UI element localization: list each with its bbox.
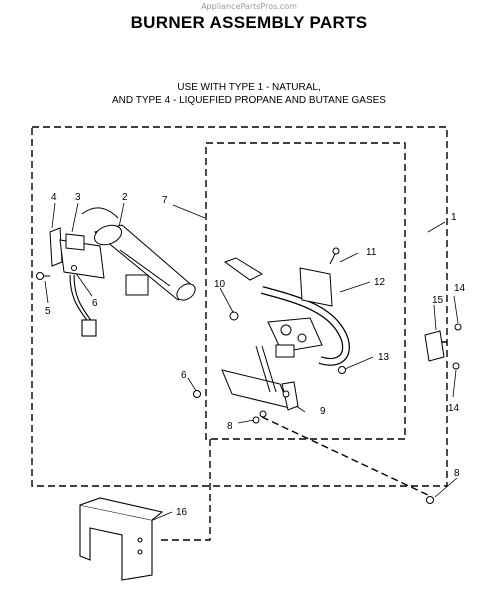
callout-1: 1 — [451, 212, 457, 223]
page-title: BURNER ASSEMBLY PARTS — [130, 13, 368, 32]
igniter-bracket-part — [49, 227, 105, 279]
callout-6-igniter: 6 — [92, 298, 98, 309]
burner-tube-part — [81, 207, 196, 301]
dash-line-to-bracket-16 — [160, 439, 211, 541]
bracket-15-part — [424, 323, 462, 370]
dash-line-to-screw-8 — [261, 416, 429, 496]
outer-assembly-boundary — [31, 126, 448, 487]
mounting-bracket-9-part — [221, 345, 299, 411]
callout-14-bottom: 14 — [448, 403, 460, 414]
callout-11: 11 — [366, 247, 377, 258]
callout-10: 10 — [214, 279, 226, 290]
callout-16: 16 — [176, 507, 188, 518]
gas-valve-coil-part — [260, 247, 350, 366]
callout-5: 5 — [45, 306, 51, 317]
screw-5-part — [36, 272, 50, 280]
small-screws-part — [193, 366, 434, 504]
callout-13: 13 — [378, 352, 390, 363]
callout-labels: 1 2 3 4 5 6 6 7 8 8 9 10 11 12 13 14 14 … — [45, 192, 466, 518]
callout-8-bracket: 8 — [227, 421, 233, 432]
callout-8-outer: 8 — [454, 468, 460, 479]
callout-3: 3 — [75, 192, 81, 203]
sensor-tube-part — [223, 257, 264, 321]
gas-valve-body-part — [267, 317, 323, 358]
inner-assembly-boundary — [205, 142, 406, 440]
callout-2: 2 — [122, 192, 128, 203]
igniter-wire-part — [69, 274, 97, 337]
leader-lines — [44, 202, 459, 523]
callout-6-screw: 6 — [181, 370, 187, 381]
watermark-text: AppliancePartsPros.com — [201, 2, 297, 11]
support-bracket-16-part — [79, 497, 164, 581]
callout-14-top: 14 — [454, 283, 466, 294]
subtitle-line-2: AND TYPE 4 - LIQUEFIED PROPANE AND BUTAN… — [112, 95, 386, 106]
callout-7: 7 — [162, 195, 168, 206]
callout-15: 15 — [432, 295, 444, 306]
callout-9: 9 — [320, 406, 326, 417]
callout-4: 4 — [51, 192, 57, 203]
subtitle-line-1: USE WITH TYPE 1 - NATURAL, — [177, 82, 321, 93]
callout-12: 12 — [374, 277, 386, 288]
